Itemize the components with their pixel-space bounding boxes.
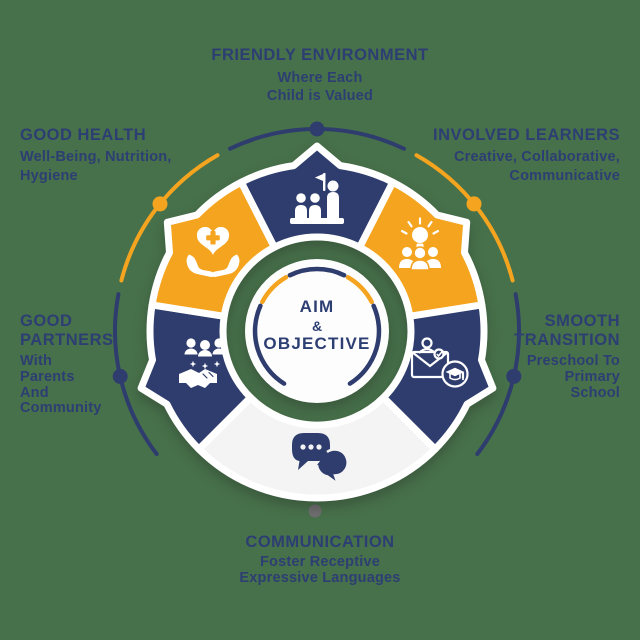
dashed-ring-arc [287, 266, 347, 278]
section-label-communication: COMMUNICATION Foster Receptive Expressiv… [0, 533, 640, 587]
section-label-involved-learners: INVOLVED LEARNERS Creative, Collaborativ… [433, 126, 620, 186]
ring-dot [152, 196, 168, 212]
ring-dot [112, 368, 128, 384]
section-title: FRIENDLY ENVIRONMENT [211, 46, 429, 64]
section-subtitle: With Parents And Community [20, 353, 102, 417]
heart-in-hands-icon [186, 226, 240, 277]
section-subtitle: Foster Receptive Expressive Languages [239, 553, 401, 587]
envelope-graduation-icon [410, 337, 469, 388]
section-label-smooth-transition: SMOOTH TRANSITION Preschool To Primary S… [514, 312, 620, 401]
section-subtitle: Creative, Collaborative, Communicative [454, 148, 620, 184]
section-subtitle: Where Each Child is Valued [266, 69, 374, 105]
bottom-gray-dot [308, 504, 322, 518]
section-label-good-health: GOOD HEALTH Well-Being, Nutrition, Hygie… [20, 126, 172, 186]
chat-bubbles-icon [292, 433, 349, 488]
lightbulb-team-icon [399, 217, 441, 271]
center-dashed-ring [252, 266, 382, 386]
section-title: GOOD PARTNERS [20, 312, 114, 349]
section-subtitle: Well-Being, Nutrition, Hygiene [20, 148, 172, 184]
center-line-amp: & [311, 317, 323, 334]
center-aim-objective-label: AIM & OBJECTIVE [237, 297, 397, 354]
dashed-ring-arc [347, 303, 382, 386]
section-label-good-partners: GOOD PARTNERS With Parents And Community [20, 312, 114, 417]
section-title: SMOOTH TRANSITION [514, 312, 620, 349]
section-title: INVOLVED LEARNERS [433, 126, 620, 144]
segment-icons [179, 173, 469, 488]
section-title: COMMUNICATION [245, 533, 395, 551]
handshake-people-icon [179, 338, 226, 388]
section-label-friendly-environment: FRIENDLY ENVIRONMENT Where Each Child is… [0, 46, 640, 106]
section-title: GOOD HEALTH [20, 126, 147, 144]
section-subtitle: Preschool To Primary School [526, 353, 620, 401]
dashed-ring-arc [252, 303, 287, 386]
teacher-with-children-icon [290, 173, 344, 224]
ring-dot [506, 368, 522, 384]
ring-dot [309, 121, 325, 137]
center-line-objective: OBJECTIVE [263, 334, 371, 353]
center-disc [245, 259, 389, 403]
ring-dot [466, 196, 482, 212]
center-line-aim: AIM [299, 297, 335, 316]
dashed-ring-arc [345, 275, 374, 305]
outer-ring-dots [112, 121, 522, 384]
dashed-ring-arc [260, 275, 289, 305]
